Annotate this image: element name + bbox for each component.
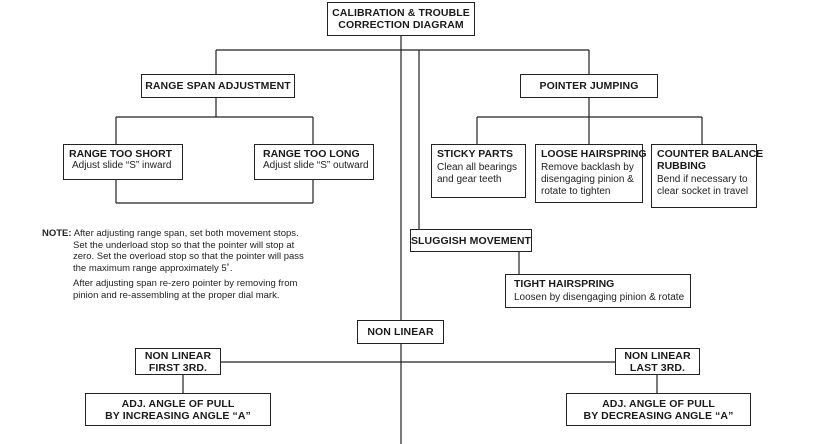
note-line-2: Set the underload stop so that the point… bbox=[73, 239, 295, 251]
note-label: NOTE: bbox=[42, 228, 72, 239]
diagram-title-box: CALIBRATION & TROUBLE CORRECTION DIAGRAM bbox=[327, 2, 475, 36]
counter-balance-box: COUNTER BALANCE RUBBING Bend if necessar… bbox=[651, 144, 764, 208]
sluggish-movement-label: SLUGGISH MOVEMENT bbox=[410, 234, 532, 247]
loose-hairspring-desc-2: disengaging pinion & bbox=[541, 174, 634, 185]
range-too-long-box: RANGE TOO LONG Adjust slide “S” outward bbox=[254, 144, 374, 180]
sticky-parts-desc-2: and gear teeth bbox=[437, 174, 502, 185]
tight-hairspring-title: TIGHT HAIRSPRING bbox=[514, 278, 615, 290]
counter-balance-desc-2: clear socket in travel bbox=[657, 186, 749, 197]
loose-hairspring-box: LOOSE HAIRSPRING Remove backlash by dise… bbox=[535, 144, 647, 203]
loose-hairspring-desc-1: Remove backlash by bbox=[541, 162, 634, 173]
counter-balance-title-1: COUNTER BALANCE bbox=[657, 148, 764, 160]
loose-hairspring-title: LOOSE HAIRSPRING bbox=[541, 148, 647, 160]
non-linear-first-third-box: NON LINEAR FIRST 3RD. bbox=[135, 348, 221, 375]
diagram-title-line-2: CORRECTION DIAGRAM bbox=[338, 19, 464, 31]
sticky-parts-desc-1: Clean all bearings bbox=[437, 162, 518, 173]
range-span-adjustment-box: RANGE SPAN ADJUSTMENT bbox=[141, 74, 295, 98]
counter-balance-title-2: RUBBING bbox=[657, 160, 706, 172]
non-linear-box: NON LINEAR bbox=[357, 320, 444, 344]
adj-decreasing-box: ADJ. ANGLE OF PULL BY DECREASING ANGLE “… bbox=[566, 393, 751, 426]
adj-increasing-line-1: ADJ. ANGLE OF PULL bbox=[121, 397, 235, 410]
tight-hairspring-desc: Loosen by disengaging pinion & rotate bbox=[514, 292, 685, 303]
non-linear-first-line-2: FIRST 3RD. bbox=[148, 361, 208, 374]
range-too-long-title: RANGE TOO LONG bbox=[263, 148, 360, 160]
pointer-jumping-box: POINTER JUMPING bbox=[520, 74, 658, 98]
note-line-5: After adjusting span re-zero pointer by … bbox=[73, 278, 298, 289]
note-line-6: pinion and re-assembling at the proper d… bbox=[73, 289, 280, 301]
range-too-short-desc: Adjust slide “S” inward bbox=[72, 160, 172, 171]
note-line-1: After adjusting range span, set both mov… bbox=[73, 228, 299, 239]
note-line-4: the maximum range approximately 5˚. bbox=[73, 262, 233, 274]
range-span-adjustment-label: RANGE SPAN ADJUSTMENT bbox=[145, 80, 291, 92]
note-line-3: zero. Set the overload stop so that the … bbox=[73, 251, 304, 262]
pointer-jumping-label: POINTER JUMPING bbox=[539, 80, 639, 92]
range-too-long-desc: Adjust slide “S” outward bbox=[263, 160, 369, 171]
sluggish-movement-box: SLUGGISH MOVEMENT bbox=[410, 229, 532, 252]
non-linear-last-line-2: LAST 3RD. bbox=[629, 361, 686, 374]
adj-increasing-line-2: BY INCREASING ANGLE “A” bbox=[105, 409, 251, 422]
sticky-parts-title: STICKY PARTS bbox=[437, 148, 514, 160]
non-linear-first-line-1: NON LINEAR bbox=[144, 349, 212, 362]
diagram-title-line-1: CALIBRATION & TROUBLE bbox=[332, 7, 470, 19]
non-linear-label: NON LINEAR bbox=[367, 326, 434, 338]
non-linear-last-line-1: NON LINEAR bbox=[624, 349, 691, 362]
range-too-short-box: RANGE TOO SHORT Adjust slide “S” inward bbox=[63, 144, 183, 180]
tight-hairspring-box: TIGHT HAIRSPRING Loosen by disengaging p… bbox=[505, 274, 691, 308]
adj-decreasing-line-1: ADJ. ANGLE OF PULL bbox=[602, 397, 715, 410]
sticky-parts-box: STICKY PARTS Clean all bearings and gear… bbox=[431, 144, 526, 198]
calibration-note: NOTE: After adjusting range span, set bo… bbox=[42, 228, 304, 301]
range-too-short-title: RANGE TOO SHORT bbox=[69, 148, 173, 160]
counter-balance-desc-1: Bend if necessary to bbox=[657, 174, 748, 185]
non-linear-last-third-box: NON LINEAR LAST 3RD. bbox=[615, 348, 700, 375]
adj-increasing-box: ADJ. ANGLE OF PULL BY INCREASING ANGLE “… bbox=[85, 393, 271, 426]
adj-decreasing-line-2: BY DECREASING ANGLE “A” bbox=[583, 409, 734, 422]
loose-hairspring-desc-3: rotate to tighten bbox=[541, 186, 611, 197]
